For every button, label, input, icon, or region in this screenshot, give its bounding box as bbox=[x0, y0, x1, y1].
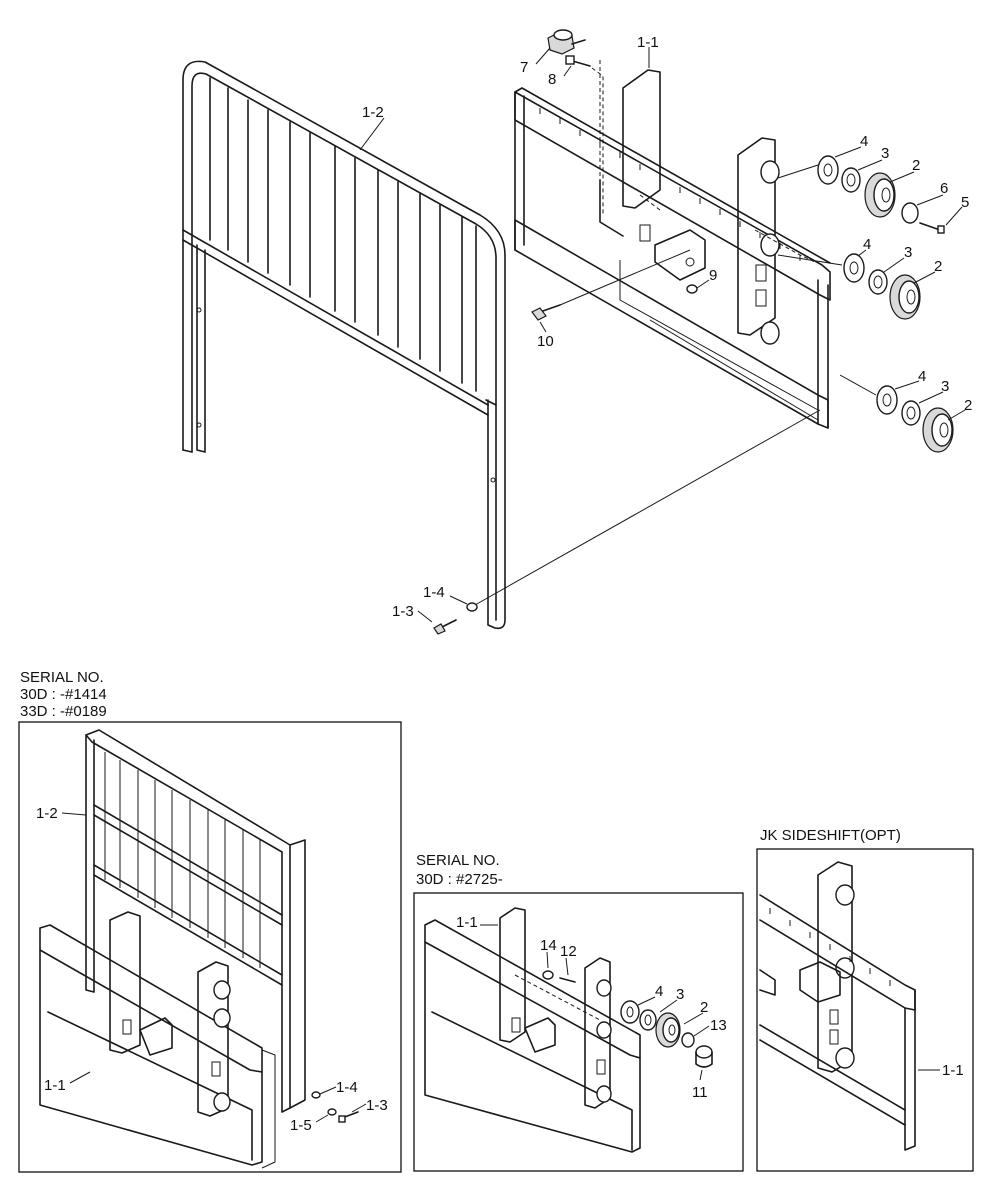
inset-middle-header-1: SERIAL NO. bbox=[416, 852, 500, 869]
inset-middle-callout-12: 12 bbox=[560, 943, 577, 960]
inset-middle-assembly bbox=[424, 907, 713, 1153]
inset-left-header-2: 30D : -#1414 bbox=[20, 686, 107, 703]
callout-3: 3 bbox=[881, 145, 889, 162]
inset-left-callout-1-5: 1-5 bbox=[290, 1117, 312, 1134]
inset-left-callout-1-1: 1-1 bbox=[44, 1077, 66, 1094]
inset-middle-callout-1-1: 1-1 bbox=[456, 914, 478, 931]
inset-left-callout-1-2: 1-2 bbox=[36, 805, 58, 822]
inset-middle-callout-3: 3 bbox=[676, 986, 684, 1003]
callout-2b: 2 bbox=[934, 258, 942, 275]
inset-middle-callout-14: 14 bbox=[540, 937, 557, 954]
callout-8: 8 bbox=[548, 71, 556, 88]
callout-6: 6 bbox=[940, 180, 948, 197]
callout-1-2: 1-2 bbox=[362, 104, 384, 121]
callout-3c: 3 bbox=[941, 378, 949, 395]
hardware-parts bbox=[433, 29, 954, 635]
callout-9: 9 bbox=[709, 267, 717, 284]
inset-middle-frame bbox=[413, 892, 744, 1172]
callout-3b: 3 bbox=[904, 244, 912, 261]
callout-7: 7 bbox=[520, 59, 528, 76]
inset-right-callout-1-1: 1-1 bbox=[942, 1062, 964, 1079]
callout-4: 4 bbox=[860, 133, 868, 150]
washer-4 bbox=[817, 155, 839, 185]
inset-left-assembly bbox=[39, 729, 359, 1169]
callout-2c: 2 bbox=[964, 397, 972, 414]
inset-middle-callout-2: 2 bbox=[700, 999, 708, 1016]
callout-10: 10 bbox=[537, 333, 554, 350]
callout-5: 5 bbox=[961, 194, 969, 211]
inset-right-frame bbox=[756, 848, 974, 1172]
callout-1-3: 1-3 bbox=[392, 603, 414, 620]
inset-middle-header-2: 30D : #2725- bbox=[416, 871, 503, 888]
callout-4b: 4 bbox=[863, 236, 871, 253]
inset-left-callout-1-4: 1-4 bbox=[336, 1079, 358, 1096]
inset-middle-callout-11: 11 bbox=[692, 1084, 708, 1101]
inset-middle-callout-13: 13 bbox=[710, 1017, 727, 1034]
inset-right-header: JK SIDESHIFT(OPT) bbox=[760, 827, 901, 844]
inset-right-assembly bbox=[759, 861, 916, 1151]
load-backrest bbox=[182, 60, 506, 630]
inset-left-header-1: SERIAL NO. bbox=[20, 669, 104, 686]
inset-left-callout-1-3: 1-3 bbox=[366, 1097, 388, 1114]
inset-left-header-3: 33D : -#0189 bbox=[20, 703, 107, 720]
callout-2: 2 bbox=[912, 157, 920, 174]
inset-left-frame bbox=[18, 721, 402, 1173]
inset-middle-callout-4: 4 bbox=[655, 983, 663, 1000]
callout-4c: 4 bbox=[918, 368, 926, 385]
carriage bbox=[514, 60, 831, 429]
callout-1-4: 1-4 bbox=[423, 584, 445, 601]
callout-1-1: 1-1 bbox=[637, 34, 659, 51]
